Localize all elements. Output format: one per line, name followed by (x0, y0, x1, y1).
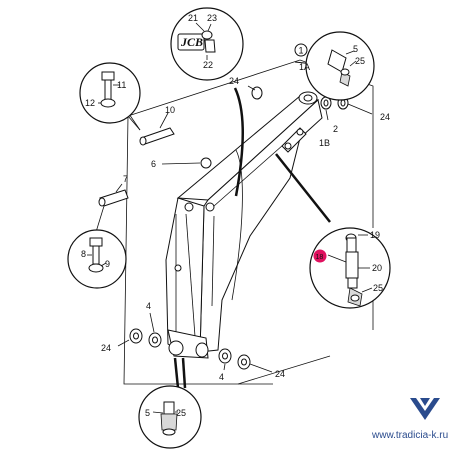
callout-2: 2 (333, 124, 338, 134)
watermark: www.tradicia-k.ru (371, 398, 448, 441)
callout-24-bottom: 24 (275, 369, 285, 379)
callout-1A: 1A (299, 62, 310, 72)
callout-5-top: 5 (353, 44, 358, 54)
callout-1-circle (294, 43, 308, 57)
callout-24: 24 (229, 76, 239, 86)
bottom-left-bushings (117, 312, 162, 348)
callout-24-right: 24 (380, 112, 390, 122)
callout-19: 19 (370, 230, 380, 240)
callout-25-right: 25 (373, 283, 383, 293)
callout-23: 23 (207, 13, 217, 23)
callout-1: 1 (299, 46, 304, 56)
inset-top-grease-fitting: JCB (170, 7, 244, 81)
callout-7: 7 (123, 174, 128, 184)
callout-22: 22 (203, 60, 213, 70)
callout-labels: 21 23 22 24 1 1A 5 25 2 24 1B 11 12 10 6… (81, 13, 390, 418)
dipper-arm (165, 91, 323, 359)
callout-18: 18 (316, 254, 324, 261)
inset-bottom-fitting (138, 385, 202, 449)
pin-6 (161, 157, 212, 169)
callout-25-bottom: 25 (176, 408, 186, 418)
callout-10: 10 (165, 105, 175, 115)
callout-21: 21 (188, 13, 198, 23)
pin-7 (95, 183, 129, 233)
inset-bolt-8-9 (67, 229, 127, 289)
callout-5-bottom: 5 (145, 408, 150, 418)
callout-20: 20 (372, 263, 382, 273)
callout-11: 11 (117, 80, 126, 90)
inset-top-right-fitting (305, 31, 375, 101)
callout-12: 12 (85, 98, 95, 108)
callout-25-top: 25 (355, 56, 365, 66)
pin-10 (139, 112, 175, 146)
callout-9: 9 (105, 259, 110, 269)
callout-8: 8 (81, 249, 86, 259)
jcb-logo: JCB (180, 35, 203, 49)
inset-bolt-11-12 (79, 62, 141, 124)
callout-6: 6 (151, 159, 156, 169)
callout-4-right: 4 (219, 372, 224, 382)
callout-4-left: 4 (146, 301, 151, 311)
watermark-url: www.tradicia-k.ru (371, 430, 448, 441)
callout-1B: 1B (319, 138, 330, 148)
inset-right-grease-nipple (309, 227, 391, 309)
callout-24-left: 24 (101, 343, 111, 353)
bottom-right-bushings (168, 340, 273, 373)
watermark-logo-icon (410, 398, 440, 420)
highlight-marker-18 (313, 249, 327, 263)
